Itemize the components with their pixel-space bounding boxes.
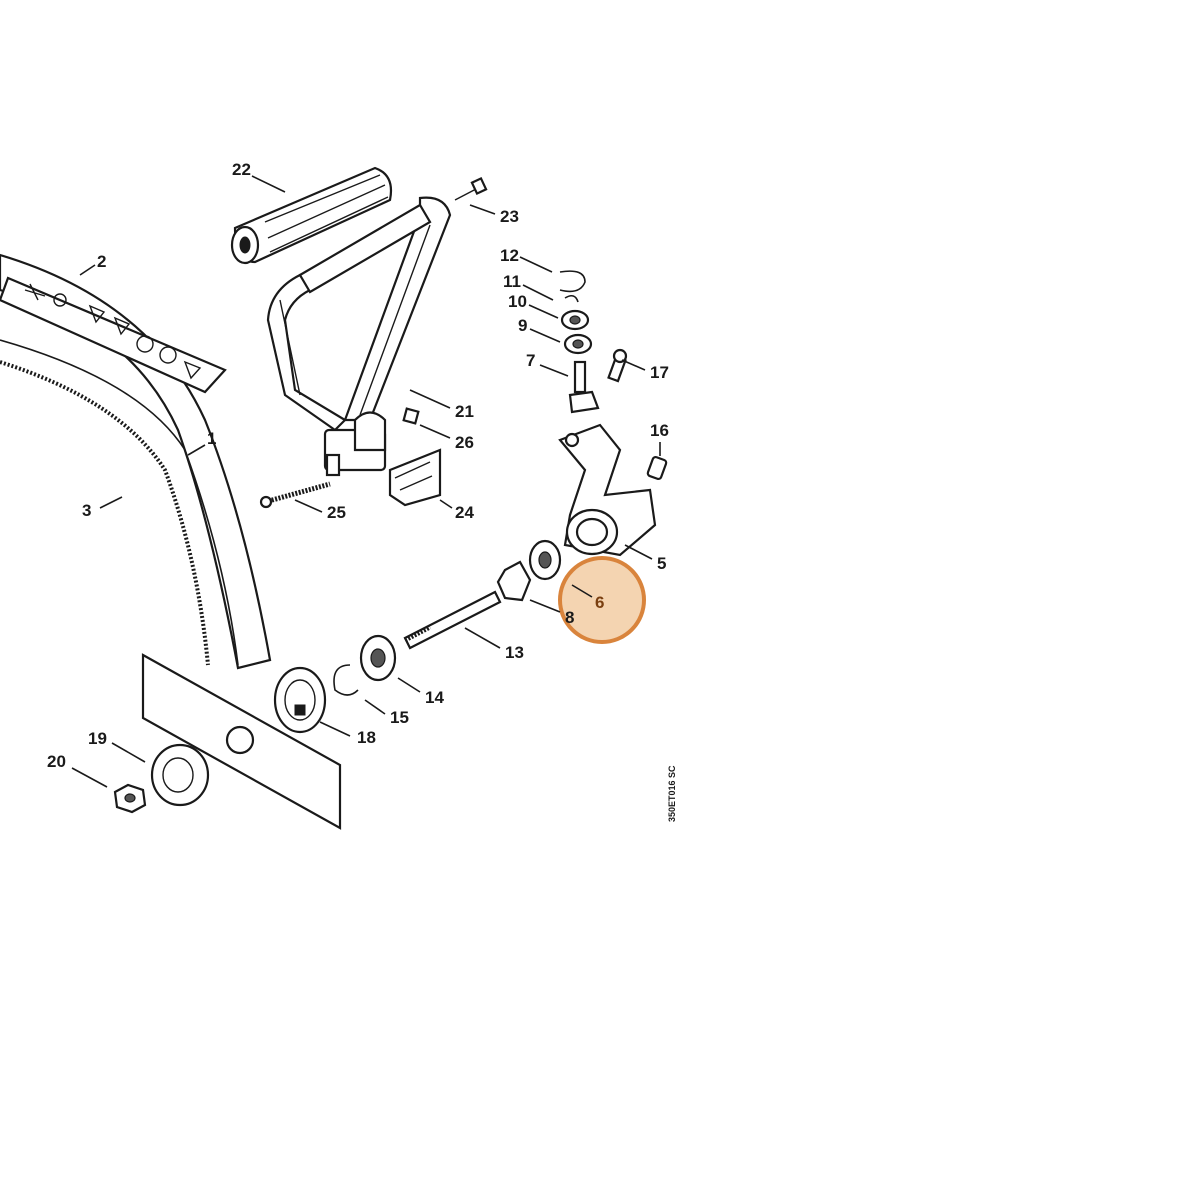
label-8: 8 (565, 608, 574, 627)
leader-lines (71, 175, 661, 788)
thrust-washer-18 (273, 666, 327, 734)
label-20: 20 (47, 752, 66, 771)
label-11: 11 (503, 272, 521, 291)
label-10: 10 (508, 292, 527, 311)
label-22: 22 (232, 160, 251, 179)
part-labels: 1 2 3 5 6 7 8 9 10 11 12 13 14 15 16 17 … (47, 160, 669, 771)
label-19: 19 (88, 729, 107, 748)
label-6: 6 (595, 593, 604, 612)
thrust-plate-19 (150, 743, 210, 807)
gear-housing-5 (558, 423, 657, 557)
label-25: 25 (327, 503, 346, 522)
label-23: 23 (500, 207, 519, 226)
label-21: 21 (455, 402, 474, 421)
screw-23 (454, 176, 488, 201)
label-17: 17 (650, 363, 669, 382)
label-12: 12 (500, 246, 519, 265)
handle-grip (230, 166, 393, 265)
bearing-9 (563, 333, 593, 355)
bearing-8 (528, 539, 562, 581)
label-24: 24 (455, 503, 474, 522)
label-5: 5 (657, 554, 666, 573)
decal-warning-icons (24, 283, 202, 380)
label-15: 15 (390, 708, 409, 727)
bearing-10 (560, 309, 590, 331)
part-6-highlight[interactable] (558, 556, 646, 644)
drawing-code: 350ET016 SC (667, 765, 677, 822)
label-1: 1 (207, 429, 216, 448)
screw-17 (607, 348, 628, 383)
screw-25 (259, 481, 331, 509)
label-14: 14 (425, 688, 444, 707)
label-2: 2 (97, 252, 106, 271)
screw-16 (646, 455, 668, 481)
label-13: 13 (505, 643, 524, 662)
bevel-pinion-7 (568, 360, 600, 414)
clamp-24 (388, 448, 442, 507)
label-3: 3 (82, 501, 91, 520)
label-18: 18 (357, 728, 376, 747)
loop-handle (266, 196, 452, 477)
warning-decal (0, 276, 227, 394)
circlip-15 (333, 664, 359, 696)
hex-nut-20 (113, 783, 147, 814)
square-nut-26 (402, 407, 420, 425)
label-9: 9 (518, 316, 527, 335)
circlip-11 (564, 294, 579, 303)
label-7: 7 (526, 351, 535, 370)
bevel-gear (496, 560, 532, 602)
deflector-plate (141, 653, 342, 830)
label-16: 16 (650, 421, 669, 440)
label-26: 26 (455, 433, 474, 452)
retaining-ring-12 (559, 270, 586, 293)
bearing-14 (359, 634, 397, 682)
output-shaft-13 (403, 590, 502, 650)
